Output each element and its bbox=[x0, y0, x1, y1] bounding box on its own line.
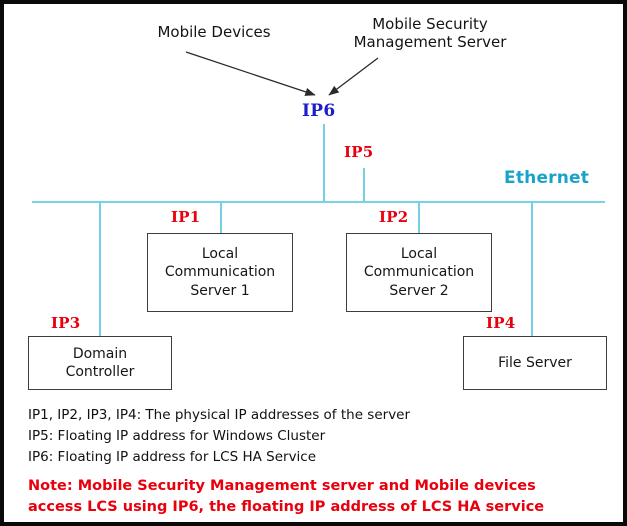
node-local-communication-server-2[interactable]: Local Communication Server 2 bbox=[346, 233, 492, 312]
arrow-mobile-security-server bbox=[328, 57, 379, 96]
node-label-domain-controller: Domain Controller bbox=[65, 345, 135, 380]
label-ip1: IP1 bbox=[171, 208, 201, 226]
wire-ip5-to-bus bbox=[363, 168, 365, 202]
label-ip2: IP2 bbox=[379, 208, 409, 226]
wire-bus-to-file-server bbox=[531, 201, 533, 338]
arrow-mobile-devices bbox=[185, 51, 316, 96]
node-label-file-server: File Server bbox=[498, 354, 572, 371]
label-ip4: IP4 bbox=[486, 314, 516, 332]
callout-mobile-devices: Mobile Devices bbox=[157, 23, 271, 41]
node-file-server[interactable]: File Server bbox=[463, 336, 607, 390]
wire-bus-to-lcs1 bbox=[220, 201, 222, 234]
label-ip5: IP5 bbox=[344, 143, 374, 161]
callout-mobile-security-management-server: Mobile Security Management Server bbox=[353, 15, 507, 51]
node-domain-controller[interactable]: Domain Controller bbox=[28, 336, 172, 390]
label-ip3: IP3 bbox=[51, 314, 81, 332]
label-ip6: IP6 bbox=[302, 101, 336, 121]
node-label-lcs1: Local Communication Server 1 bbox=[164, 245, 276, 299]
note-text: Note: Mobile Security Management server … bbox=[28, 478, 545, 516]
wire-ip6-to-bus bbox=[323, 124, 325, 202]
ip-legend: IP1, IP2, IP3, IP4: The physical IP addr… bbox=[28, 407, 411, 465]
wire-bus-to-lcs2 bbox=[418, 201, 420, 234]
label-ethernet: Ethernet bbox=[504, 168, 590, 188]
node-local-communication-server-1[interactable]: Local Communication Server 1 bbox=[147, 233, 293, 312]
node-label-lcs2: Local Communication Server 2 bbox=[363, 245, 475, 299]
ethernet-bus bbox=[32, 201, 605, 203]
wire-bus-to-domain-controller bbox=[99, 201, 101, 338]
